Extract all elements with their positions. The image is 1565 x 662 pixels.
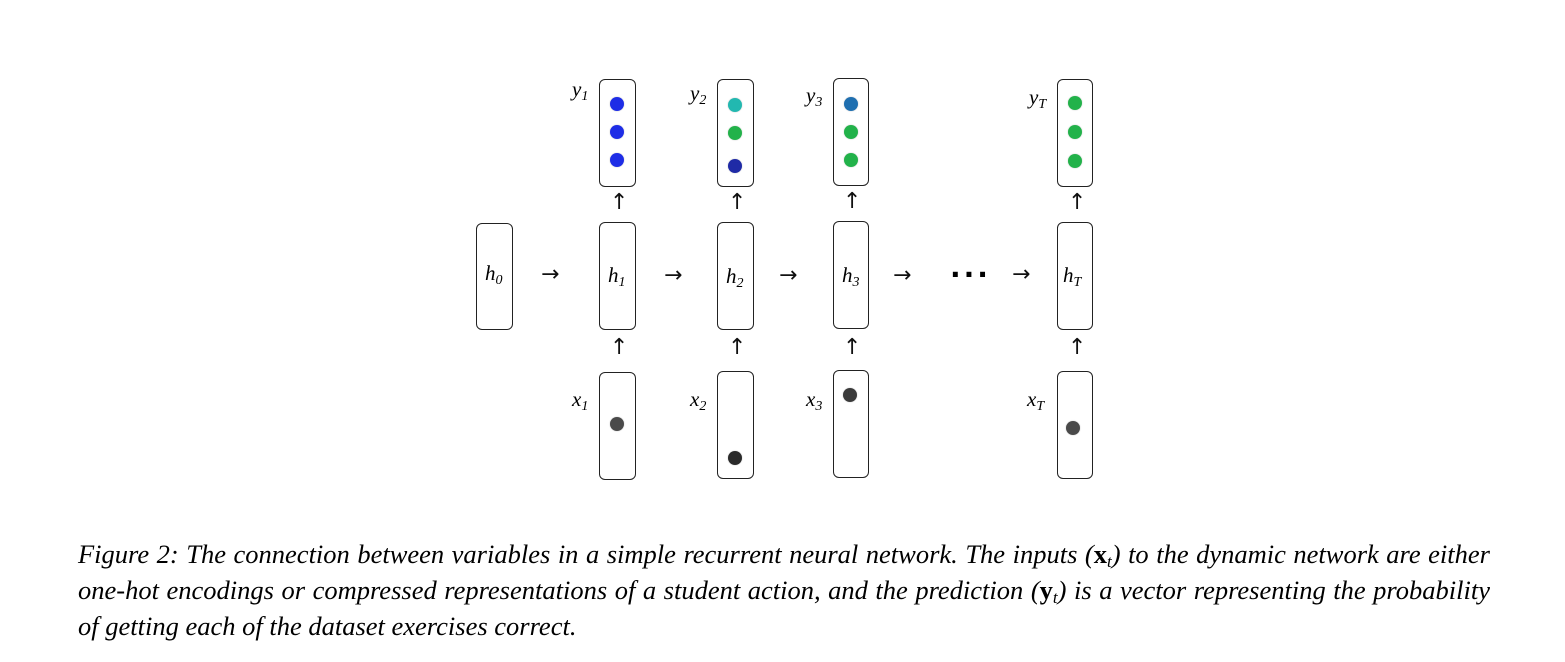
arrow-x1-h1: ↑ bbox=[610, 335, 629, 360]
x2-dot bbox=[728, 451, 742, 465]
h1-box bbox=[599, 222, 636, 330]
yT-dot-3 bbox=[1068, 154, 1082, 168]
y3-dot-2 bbox=[844, 125, 858, 139]
h2-label: h2 bbox=[726, 264, 744, 291]
arrow-hT-yT: ↑ bbox=[1068, 190, 1087, 215]
arrow-h3-y3: ↑ bbox=[843, 189, 862, 214]
arrow-ellipsis-hT: → bbox=[1012, 262, 1031, 287]
figure-caption: Figure 2: The connection between variabl… bbox=[78, 539, 1490, 641]
ellipsis: ... bbox=[950, 251, 991, 284]
yT-label: yT bbox=[1029, 85, 1047, 112]
x3-dot bbox=[843, 388, 857, 402]
h3-label: h3 bbox=[842, 263, 860, 290]
h0-label: h0 bbox=[485, 261, 503, 288]
y3-dot-3 bbox=[844, 153, 858, 167]
y2-dot-1 bbox=[728, 98, 742, 112]
arrow-xT-hT: ↑ bbox=[1068, 335, 1087, 360]
arrow-h0-h1: → bbox=[541, 262, 560, 287]
h0-box bbox=[476, 223, 513, 330]
yT-dot-2 bbox=[1068, 125, 1082, 139]
h2-box bbox=[717, 222, 754, 330]
arrow-h1-h2: → bbox=[664, 263, 683, 288]
arrow-h3-next: → bbox=[893, 263, 912, 288]
x3-box bbox=[833, 370, 869, 478]
x1-label: x1 bbox=[572, 387, 589, 414]
h1-label: h1 bbox=[608, 263, 626, 290]
arrow-x2-h2: ↑ bbox=[728, 335, 747, 360]
arrow-h2-h3: → bbox=[779, 263, 798, 288]
xT-dot bbox=[1066, 421, 1080, 435]
y1-dot-1 bbox=[610, 97, 624, 111]
y2-dot-3 bbox=[728, 159, 742, 173]
x2-label: x2 bbox=[690, 387, 707, 414]
y2-label: y2 bbox=[690, 81, 707, 108]
h3-box bbox=[833, 221, 869, 329]
y1-dot-2 bbox=[610, 125, 624, 139]
y3-dot-1 bbox=[844, 97, 858, 111]
arrow-h1-y1: ↑ bbox=[610, 190, 629, 215]
xT-label: xT bbox=[1027, 387, 1045, 414]
y1-dot-3 bbox=[610, 153, 624, 167]
y2-dot-2 bbox=[728, 126, 742, 140]
hT-box bbox=[1057, 222, 1093, 330]
y1-label: y1 bbox=[572, 77, 589, 104]
x3-label: x3 bbox=[806, 387, 823, 414]
yT-dot-1 bbox=[1068, 96, 1082, 110]
arrow-x3-h3: ↑ bbox=[843, 335, 862, 360]
hT-label: hT bbox=[1063, 263, 1082, 290]
arrow-h2-y2: ↑ bbox=[728, 190, 747, 215]
y3-label: y3 bbox=[806, 83, 823, 110]
x1-dot bbox=[610, 417, 624, 431]
xT-box bbox=[1057, 371, 1093, 479]
